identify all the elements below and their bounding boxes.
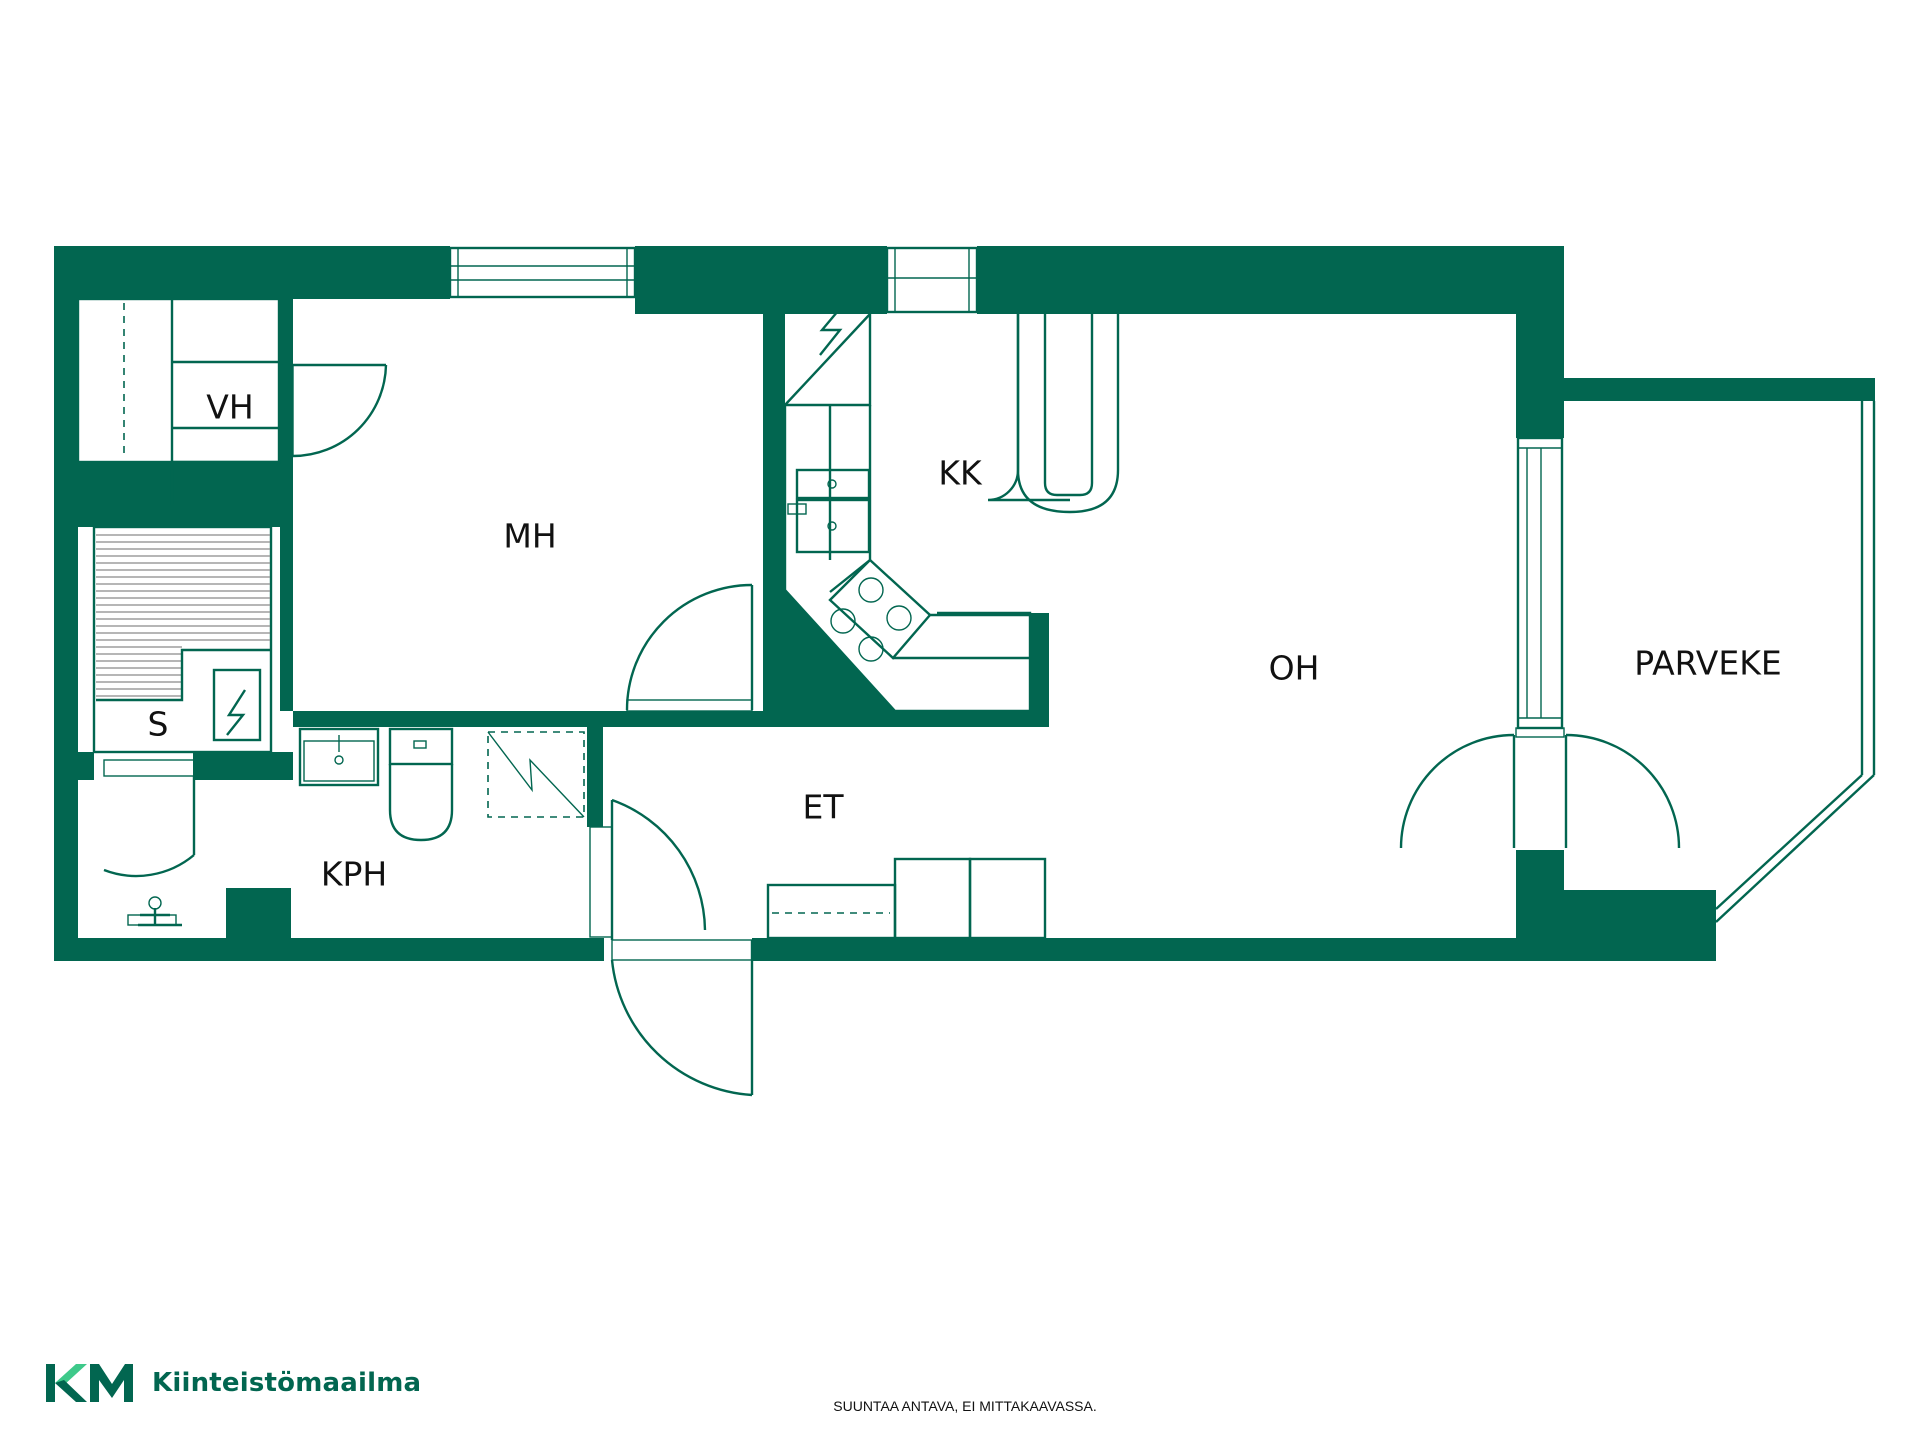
km-logo-mark-icon [46,1364,133,1402]
room-label-mh: MH [503,516,557,556]
room-label-kk: KK [938,453,982,493]
room-label-parveke: PARVEKE [1634,643,1782,683]
brand-logo: Kiinteistömaailma [44,1358,421,1408]
room-label-kph: KPH [320,854,388,894]
windows [448,246,1564,730]
balcony-glazing [1715,401,1876,923]
wardrobe-vh [76,297,281,507]
door-swings [103,363,1681,1097]
exterior-walls [54,246,1875,961]
brand-name: Kiinteistömaailma [152,1368,422,1398]
sauna [92,525,273,754]
entrance-storage [766,857,1047,940]
room-label-oh: OH [1268,648,1320,688]
room-label-s: S [147,704,169,744]
bathroom-fixtures [127,727,585,927]
room-label-vh: VH [206,387,254,427]
kitchen-fixtures [783,304,1120,713]
disclaimer-text: SUUNTAA ANTAVA, EI MITTAKAAVASSA. [833,1398,1097,1414]
room-label-et: ET [802,787,844,827]
